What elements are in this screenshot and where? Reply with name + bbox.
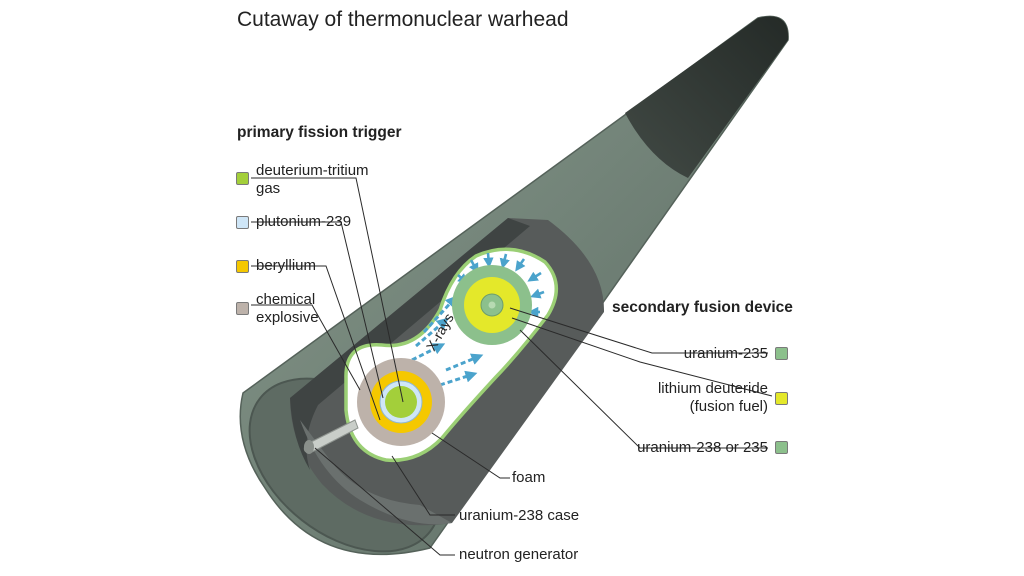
legend-swatch-beryllium (236, 260, 249, 273)
callout-uranium-238-case: uranium-238 case (459, 507, 580, 524)
legend-label-uranium-235: uranium-235 (683, 345, 768, 362)
legend-swatch-uranium-235 (775, 347, 788, 360)
legend-swatch-plutonium (236, 216, 249, 229)
callout-neutron-generator: neutron generator (459, 546, 579, 563)
primary-dt-gas (385, 386, 417, 418)
legend-swatch-lithium-deuteride (775, 392, 788, 405)
callout-foam: foam (512, 469, 546, 486)
diagram-title: Cutaway of thermonuclear warhead (237, 8, 569, 31)
primary-fission-trigger (357, 358, 445, 446)
secondary-heading: secondary fusion device (612, 299, 793, 316)
cone-tip (625, 16, 789, 178)
neutron-generator-base (304, 440, 314, 454)
legend-swatch-uranium-238-or-235 (775, 441, 788, 454)
interior-shadow (290, 218, 530, 470)
interior-floor (300, 420, 452, 525)
secondary-core-dot (488, 301, 496, 309)
legend-label-chemical-explosive: chemical explosive (256, 291, 319, 326)
legend-label-plutonium: plutonium-239 (256, 213, 352, 230)
legend-label-lithium-deuteride: lithium deuteride (fusion fuel) (657, 380, 768, 415)
legend-swatch-dt-gas (236, 172, 249, 185)
primary-heading: primary fission trigger (237, 124, 402, 141)
secondary-fusion-device (452, 265, 532, 345)
legend-label-beryllium: beryllium (256, 257, 317, 274)
legend-label-uranium-238-or-235: uranium-238 or 235 (637, 439, 768, 456)
leader-lines (251, 177, 773, 556)
xray-arrows (411, 295, 484, 387)
legend-label-dt-gas: deuterium-tritium gas (256, 162, 369, 197)
legend-swatch-chemical-explosive (236, 302, 249, 315)
